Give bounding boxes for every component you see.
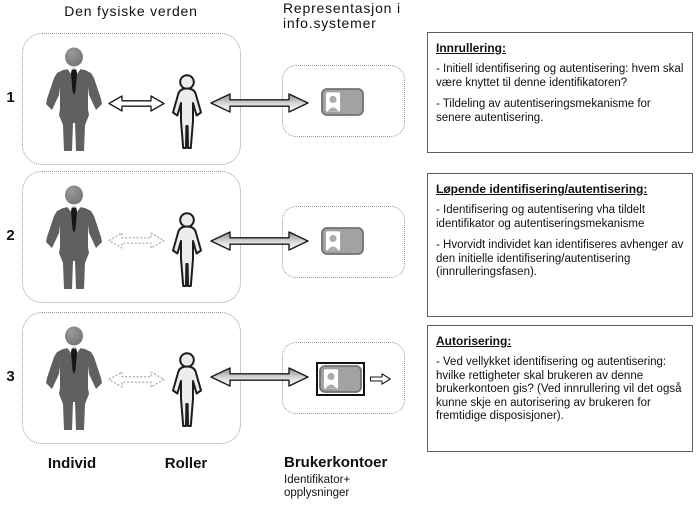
- row-number-3: 3: [6, 368, 15, 385]
- callout-heading: Innrullering:: [436, 41, 506, 55]
- label-roller: Roller: [164, 455, 208, 472]
- callout-paragraph: - Hvorvidt individet kan identifiseres a…: [436, 239, 684, 279]
- column-title-representation-line1: Representasjon i: [283, 0, 401, 16]
- double-arrow-dashed-icon: [108, 371, 165, 388]
- label-identifikator: Identifikator+: [284, 474, 351, 486]
- user-account-card-icon: [321, 227, 364, 255]
- callout-autorisering: Autorisering: - Ved vellykket identifise…: [427, 325, 693, 452]
- businessman-figure-icon: [45, 185, 103, 293]
- role-person-outline-icon: [170, 212, 204, 288]
- column-title-representation-line2: info.systemer: [283, 15, 377, 31]
- double-arrow-icon: [210, 93, 309, 113]
- label-individ: Individ: [47, 455, 97, 472]
- label-opplysninger: opplysninger: [284, 487, 350, 499]
- label-brukerkontoer: Brukerkontoer: [284, 454, 388, 471]
- user-account-card-icon: [319, 365, 362, 393]
- row-number-1: 1: [6, 89, 15, 106]
- callout-paragraph: - Identifisering og autentisering vha ti…: [436, 204, 646, 230]
- callout-heading: Løpende identifisering/autentisering:: [436, 182, 648, 196]
- double-arrow-icon: [108, 95, 165, 112]
- role-person-outline-icon: [170, 74, 204, 150]
- highlighted-account-card-frame: [316, 362, 365, 396]
- businessman-figure-icon: [45, 47, 103, 155]
- physical-world-box-row2: [22, 171, 241, 303]
- column-title-physical-world: Den fysiske verden: [64, 3, 198, 19]
- callout-paragraph: - Tildeling av autentiseringsmekanisme f…: [436, 98, 651, 124]
- callout-innrullering: Innrullering: - Initiell identifisering …: [427, 32, 693, 153]
- right-arrow-icon: [370, 373, 391, 385]
- user-account-card-icon: [321, 88, 364, 116]
- double-arrow-icon: [210, 231, 309, 251]
- callout-paragraph: - Ved vellykket identifisering og autent…: [436, 356, 682, 423]
- physical-world-box-row1: [22, 33, 241, 165]
- callout-heading: Autorisering:: [436, 334, 512, 348]
- callout-paragraph: - Initiell identifisering og autentiseri…: [436, 63, 684, 89]
- callout-lopende-identifisering: Løpende identifisering/autentisering: - …: [427, 173, 693, 317]
- double-arrow-icon: [210, 367, 309, 387]
- row-number-2: 2: [6, 227, 15, 244]
- role-person-outline-icon: [170, 352, 204, 428]
- column-title-representation: Representasjon i info.systemer: [283, 1, 433, 31]
- double-arrow-dashed-icon: [108, 232, 165, 249]
- businessman-figure-icon: [45, 326, 103, 434]
